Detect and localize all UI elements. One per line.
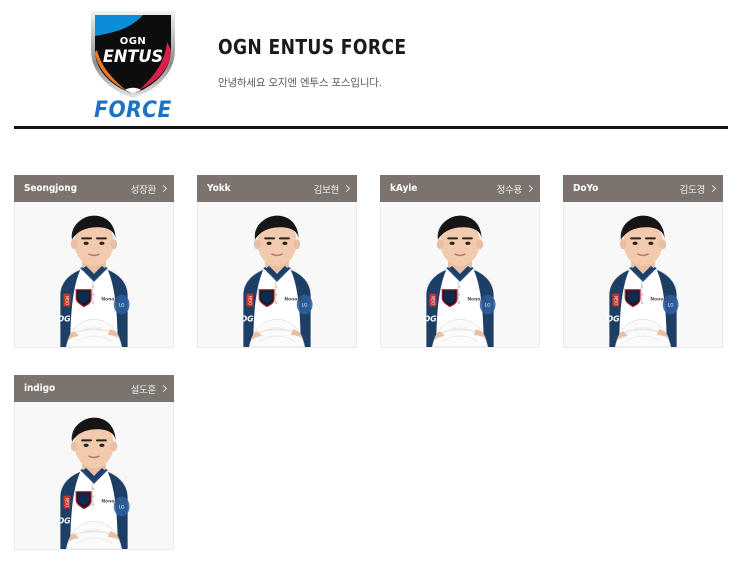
player-card-header[interactable]: Seongjong 성장환	[14, 175, 174, 202]
ogn-entus-crest-icon: OGN ENTUS	[87, 6, 179, 98]
team-logo[interactable]: OGN ENTUS FORCE	[84, 6, 182, 123]
player-nickname: Seongjong	[24, 183, 77, 194]
player-card-header-right: 김보현	[313, 182, 351, 196]
page-title: OGN ENTUS FORCE	[218, 35, 407, 59]
player-realname: 정수용	[496, 184, 523, 196]
player-card-header[interactable]: DoYo 김도경	[563, 175, 723, 202]
player-card[interactable]: Yokk 김보현 OGN LG	[197, 175, 357, 348]
svg-text:LG: LG	[668, 303, 674, 309]
svg-text:LG: LG	[302, 303, 308, 309]
chevron-right-icon	[159, 384, 168, 392]
svg-text:LG: LG	[485, 303, 491, 309]
svg-text:OGN: OGN	[57, 314, 77, 323]
player-realname: 성장환	[130, 184, 157, 196]
svg-text:ENTUS: ENTUS	[635, 327, 652, 333]
team-logo-wordmark: FORCE	[94, 98, 172, 123]
svg-text:OGN: OGN	[57, 516, 77, 525]
svg-text:ENTUS: ENTUS	[86, 529, 103, 535]
player-card-header[interactable]: Yokk 김보현	[197, 175, 357, 202]
svg-text:OGN: OGN	[65, 498, 70, 507]
svg-text:OGN: OGN	[120, 36, 147, 47]
svg-text:OGN: OGN	[240, 314, 260, 323]
team-description: 안녕하세요 오지엔 엔투스 포스입니다.	[218, 77, 382, 89]
chevron-right-icon	[342, 184, 351, 192]
header-divider	[14, 126, 728, 129]
player-realname: 설도훈	[130, 384, 157, 396]
player-card[interactable]: kAyle 정수용 OGN LG	[380, 175, 540, 348]
svg-text:OGN: OGN	[423, 314, 443, 323]
svg-text:ENTUS: ENTUS	[269, 327, 286, 333]
player-card-header[interactable]: indigo 설도훈	[14, 375, 174, 402]
svg-text:ENTUS: ENTUS	[452, 327, 469, 333]
svg-text:Nonoak: Nonoak	[284, 297, 304, 303]
player-photo: OGN LG OGN Nonoak ENTUS	[14, 202, 174, 348]
player-realname: 김도경	[679, 184, 706, 196]
chevron-right-icon	[159, 184, 168, 192]
svg-text:OGN: OGN	[65, 296, 70, 305]
svg-text:LG: LG	[119, 303, 125, 309]
svg-text:Nonoak: Nonoak	[101, 499, 121, 505]
svg-text:LG: LG	[119, 505, 125, 511]
team-title-block: OGN ENTUS FORCE 안녕하세요 오지엔 엔투스 포스입니다.	[218, 36, 437, 90]
svg-text:Nonoak: Nonoak	[650, 297, 670, 303]
team-header: OGN ENTUS FORCE OGN ENTUS FORCE 안녕하세요 오지…	[0, 0, 743, 123]
svg-text:Nonoak: Nonoak	[467, 297, 487, 303]
player-card[interactable]: indigo 설도훈 OGN LG	[14, 375, 174, 550]
player-realname: 김보현	[313, 184, 340, 196]
player-nickname: kAyle	[390, 183, 418, 194]
chevron-right-icon	[708, 184, 717, 192]
svg-text:OGN: OGN	[431, 296, 436, 305]
chevron-right-icon	[525, 184, 534, 192]
svg-text:OGN: OGN	[614, 296, 619, 305]
player-photo: OGN LG OGN Nonoak ENTUS	[563, 202, 723, 348]
player-card-header-right: 김도경	[679, 182, 717, 196]
svg-text:OGN: OGN	[606, 314, 626, 323]
player-card-header-right: 정수용	[496, 182, 534, 196]
player-photo: OGN LG OGN Nonoak ENTUS	[380, 202, 540, 348]
player-photo: OGN LG OGN Nonoak ENTUS	[197, 202, 357, 348]
svg-text:Nonoak: Nonoak	[101, 297, 121, 303]
svg-text:ENTUS: ENTUS	[103, 47, 163, 66]
player-card-header-right: 성장환	[130, 182, 168, 196]
player-nickname: DoYo	[573, 183, 599, 194]
player-card-header-right: 설도훈	[130, 382, 168, 396]
player-nickname: Yokk	[207, 183, 231, 194]
svg-text:OGN: OGN	[248, 296, 253, 305]
player-photo: OGN LG OGN Nonoak ENTUS	[14, 402, 174, 550]
player-card[interactable]: DoYo 김도경 OGN LG	[563, 175, 723, 348]
player-card-header[interactable]: kAyle 정수용	[380, 175, 540, 202]
player-nickname: indigo	[24, 383, 56, 394]
svg-text:ENTUS: ENTUS	[86, 327, 103, 333]
